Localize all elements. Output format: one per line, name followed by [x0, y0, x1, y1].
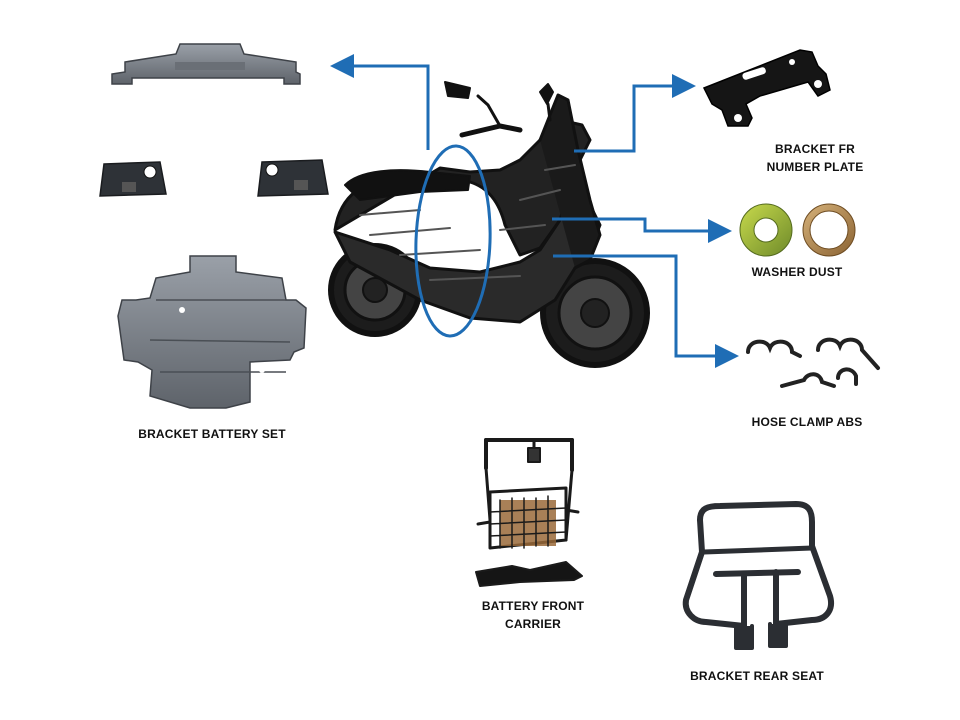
basket-carrier-icon	[475, 438, 583, 587]
battery-area-highlight	[414, 144, 492, 338]
washer-icon	[739, 203, 856, 257]
callout-lines	[330, 54, 739, 368]
label-line: WASHER DUST	[751, 265, 843, 279]
label-line: BRACKET FR	[775, 142, 855, 156]
label-bracket-rear-seat: BRACKET REAR SEAT	[672, 667, 842, 685]
label-washer-dust: WASHER DUST	[722, 263, 872, 281]
label-line: BRACKET REAR SEAT	[690, 669, 824, 683]
label-bracket-battery-set: BRACKET BATTERY SET	[112, 425, 312, 443]
hose-clamp-icon	[746, 337, 880, 388]
callout-arrow-hose-clamp	[553, 254, 739, 368]
label-line: CARRIER	[504, 617, 562, 631]
label-line: NUMBER PLATE	[766, 160, 864, 174]
label-bracket-fr-number-plate: BRACKET FR NUMBER PLATE	[740, 140, 890, 176]
callout-arrow-battery-set	[330, 54, 430, 150]
label-line: BRACKET BATTERY SET	[138, 427, 286, 441]
label-battery-front-carrier: BATTERY FRONT CARRIER	[458, 597, 608, 633]
scooter-sketch-icon	[328, 81, 650, 368]
callout-arrow-washer-dust	[552, 217, 732, 243]
label-line: HOSE CLAMP ABS	[751, 415, 863, 429]
callout-arrow-number-plate	[574, 74, 696, 153]
rear-seat-bracket-icon	[682, 501, 834, 650]
label-hose-clamp-abs: HOSE CLAMP ABS	[722, 413, 892, 431]
number-plate-bracket-icon	[702, 49, 831, 127]
label-line: BATTERY FRONT	[481, 599, 585, 613]
sheet-metal-bracket-icon	[99, 43, 329, 409]
